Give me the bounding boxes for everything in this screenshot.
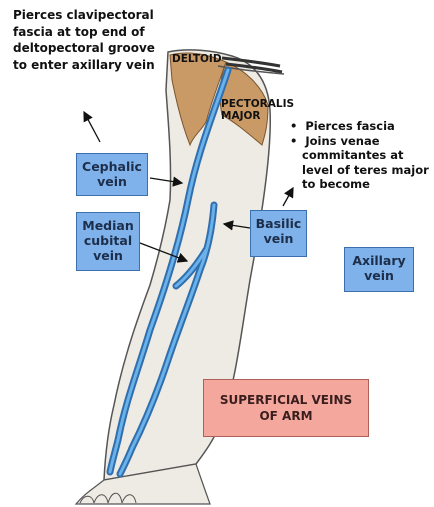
median-cubital-vein-label: Median cubital vein <box>76 212 140 271</box>
diagram-title: SUPERFICIAL VEINS OF ARM <box>203 379 369 437</box>
basilic-notes: Pierces fascia Joins venae commitantes a… <box>290 119 434 192</box>
axillary-vein-label: Axillary vein <box>344 247 414 292</box>
cephalic-vein-label: Cephalic vein <box>76 153 148 196</box>
arrow-cephalic-note <box>84 112 100 142</box>
basilic-note-1: Pierces fascia <box>290 119 434 134</box>
pectoralis-label: PECTORALIS MAJOR <box>221 98 294 122</box>
deltoid-label: DELTOID <box>172 53 222 65</box>
basilic-note-2: Joins venae commitantes at level of tere… <box>290 134 434 192</box>
basilic-vein-label: Basilic vein <box>250 210 307 257</box>
